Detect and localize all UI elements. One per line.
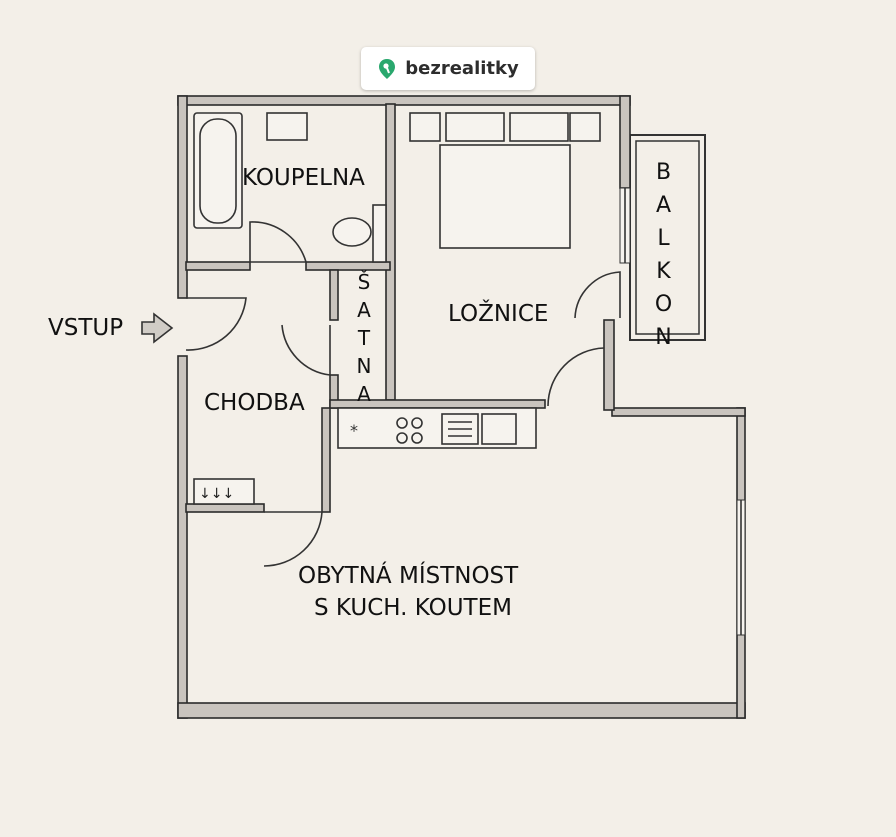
entrance-label: VSTUP — [48, 315, 124, 341]
room-label-loznice: LOŽNICE — [448, 301, 549, 327]
room-label-koupelna: KOUPELNA — [242, 165, 365, 191]
sink — [266, 112, 308, 141]
location-pin-icon — [379, 58, 396, 79]
windows — [619, 187, 746, 636]
pillow — [509, 112, 569, 142]
fixtures: * ↓↓↓ — [193, 112, 601, 505]
svg-text:↓↓↓: ↓↓↓ — [199, 486, 234, 502]
balcony — [629, 134, 706, 341]
room-label-chodba: CHODBA — [204, 390, 305, 416]
room-label-obytna-line1: OBYTNÁ MÍSTNOST — [298, 563, 519, 589]
pillow — [445, 112, 505, 142]
logo-text: bezrealitky — [405, 58, 519, 79]
bed — [439, 144, 571, 249]
room-label-balkon: BALKON — [651, 160, 676, 358]
room-label-obytna-line2: S KUCH. KOUTEM — [314, 595, 512, 621]
radiator — [193, 478, 255, 505]
entrance-arrow-icon — [141, 312, 174, 344]
bezrealitky-logo: bezrealitky — [361, 47, 535, 90]
room-label-satna: ŠATNA — [352, 270, 376, 410]
toilet — [332, 217, 372, 247]
doors — [185, 221, 621, 567]
svg-text:*: * — [350, 421, 358, 440]
